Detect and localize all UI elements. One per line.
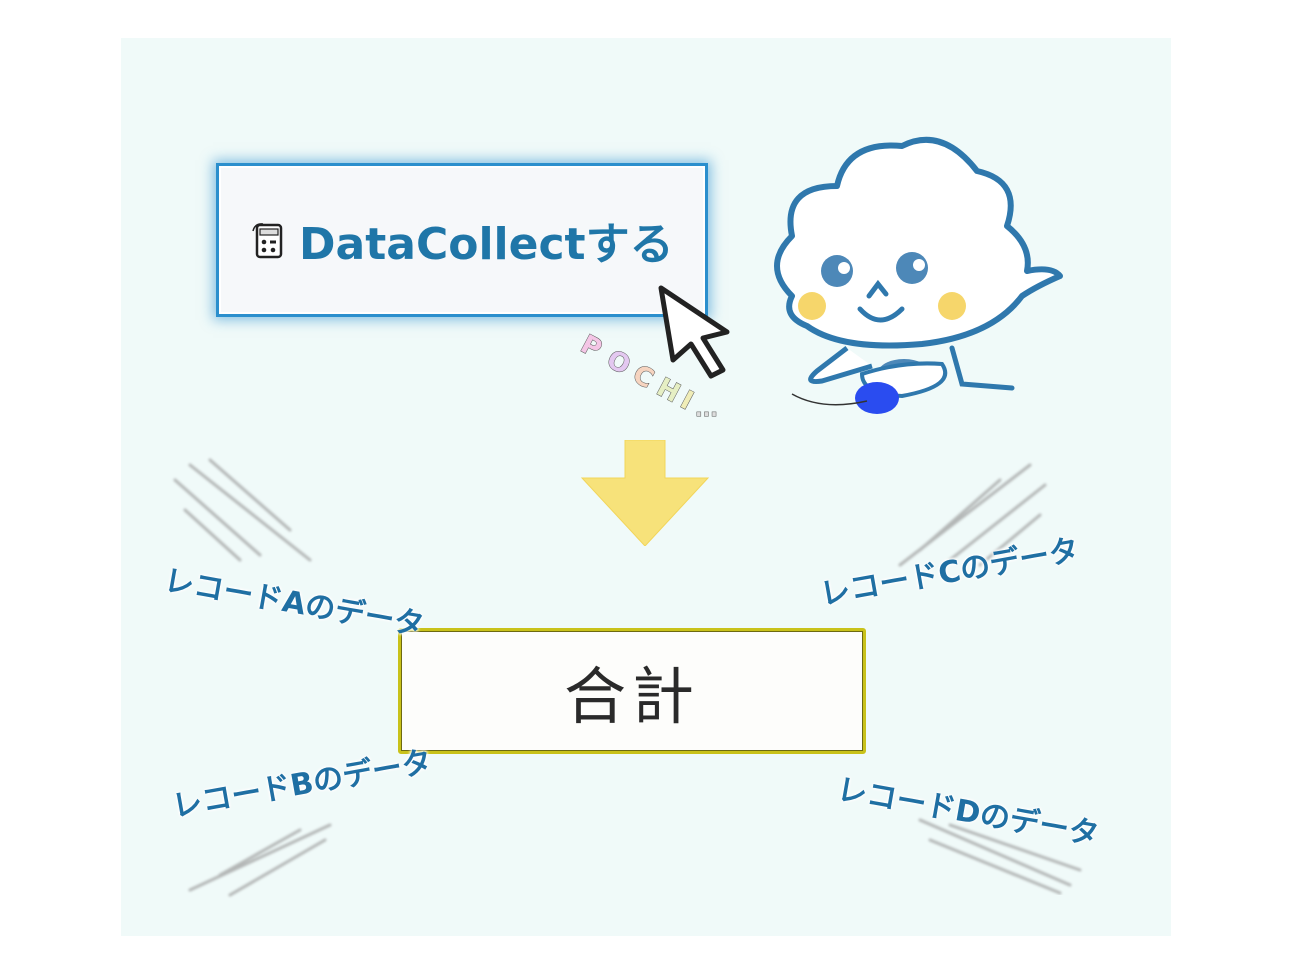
speed-lines-icon	[173, 458, 312, 562]
down-arrow-icon	[580, 440, 710, 546]
speed-lines-icon	[918, 818, 1082, 895]
speed-lines-icon	[188, 823, 332, 897]
svg-text:...: ...	[695, 397, 718, 421]
total-field-label: 合計	[563, 660, 700, 733]
datacollect-button-label: DataCollectする	[299, 219, 674, 270]
total-field: 合計	[398, 628, 866, 754]
cloud-mascot-illustration	[774, 136, 1063, 414]
svg-text:P: P	[576, 330, 607, 365]
speed-lines-icon	[898, 463, 1047, 567]
pochi-sound-effect: P O C H I ...	[575, 330, 718, 422]
svg-text:C: C	[628, 359, 659, 394]
mouse-pointer-icon	[658, 285, 730, 379]
calculator-icon	[252, 223, 283, 259]
datacollect-button[interactable]: DataCollectする	[219, 166, 705, 314]
svg-text:O: O	[602, 344, 636, 381]
